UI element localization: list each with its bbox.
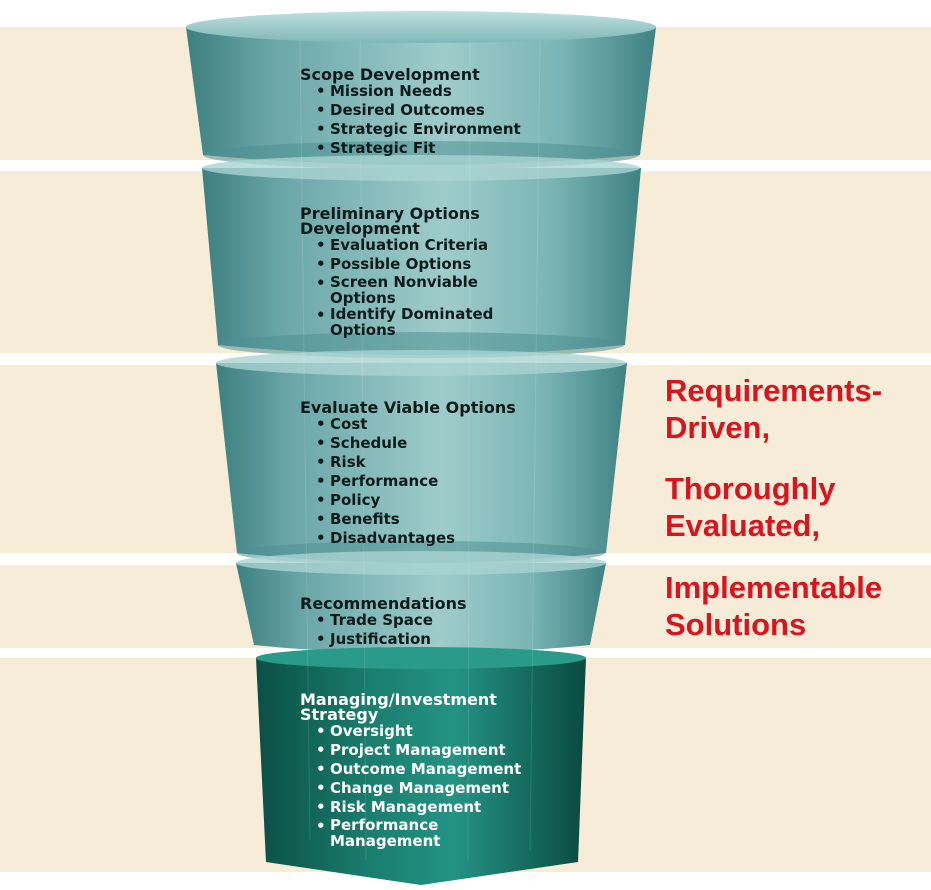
stage-evaluate-viable-options: Evaluate Viable Options Cost Schedule Ri… <box>300 398 516 549</box>
stage-items: Cost Schedule Risk Performance Policy Be… <box>300 415 516 548</box>
tagline-line-3: Thoroughly <box>665 471 836 506</box>
tagline-line-2: Driven, <box>665 410 771 445</box>
stage-title-line: Development <box>300 219 420 238</box>
list-item: Screen Nonviable Options <box>316 274 493 306</box>
stage-scope-development: Scope Development Mission Needs Desired … <box>300 65 521 159</box>
stage-title: Evaluate Viable Options <box>300 398 516 417</box>
list-item: Project Management <box>316 741 521 760</box>
list-item: Policy <box>316 491 516 510</box>
funnel-rim-top <box>186 11 656 43</box>
list-item: Schedule <box>316 434 516 453</box>
stage-recommendations: Recommendations Trade Space Justificatio… <box>300 594 467 650</box>
stage-items: Mission Needs Desired Outcomes Strategic… <box>300 82 521 158</box>
list-item-line: Performance <box>330 816 439 834</box>
list-item: Cost <box>316 415 516 434</box>
stage-title: Scope Development <box>300 65 480 84</box>
list-item: Performance <box>316 472 516 491</box>
stage-items: Trade Space Justification <box>300 611 467 649</box>
tagline-line-4: Evaluated, <box>665 508 821 543</box>
list-item: Benefits <box>316 510 516 529</box>
list-item-line: Options <box>330 289 396 307</box>
stage-title: Recommendations <box>300 594 467 613</box>
list-item: Desired Outcomes <box>316 101 521 120</box>
stage-title: Preliminary Options Development <box>300 204 493 238</box>
stage-title-line: Strategy <box>300 705 379 724</box>
list-item: Trade Space <box>316 611 467 630</box>
list-item: Justification <box>316 630 467 649</box>
list-item: Evaluation Criteria <box>316 236 493 255</box>
tagline-line-5: Implementable <box>665 570 883 605</box>
list-item: Identify Dominated Options <box>316 306 493 338</box>
list-item-line: Screen Nonviable <box>330 273 478 291</box>
stage-managing-investment-strategy: Managing/Investment Strategy Oversight P… <box>300 690 521 850</box>
stage-title: Managing/Investment Strategy <box>300 690 521 724</box>
tagline-line-1: Requirements- <box>665 373 883 408</box>
list-item: Performance Management <box>316 817 521 849</box>
list-item: Disadvantages <box>316 529 516 548</box>
list-item: Oversight <box>316 722 521 741</box>
list-item-line: Identify Dominated <box>330 305 494 323</box>
list-item: Risk <box>316 453 516 472</box>
stage-preliminary-options: Preliminary Options Development Evaluati… <box>300 204 493 339</box>
list-item: Possible Options <box>316 255 493 274</box>
list-item: Risk Management <box>316 798 521 817</box>
stage-items: Oversight Project Management Outcome Man… <box>300 722 521 849</box>
tagline-line-6: Solutions <box>665 607 807 642</box>
list-item: Change Management <box>316 779 521 798</box>
list-item-line: Options <box>330 321 396 339</box>
list-item: Mission Needs <box>316 82 521 101</box>
stage-items: Evaluation Criteria Possible Options Scr… <box>300 236 493 338</box>
stage-title-line: Managing/Investment <box>300 690 497 709</box>
list-item-line: Management <box>330 832 441 850</box>
list-item: Outcome Management <box>316 760 521 779</box>
stage-title-line: Preliminary Options <box>300 204 480 223</box>
list-item: Strategic Environment <box>316 120 521 139</box>
list-item: Strategic Fit <box>316 139 521 158</box>
